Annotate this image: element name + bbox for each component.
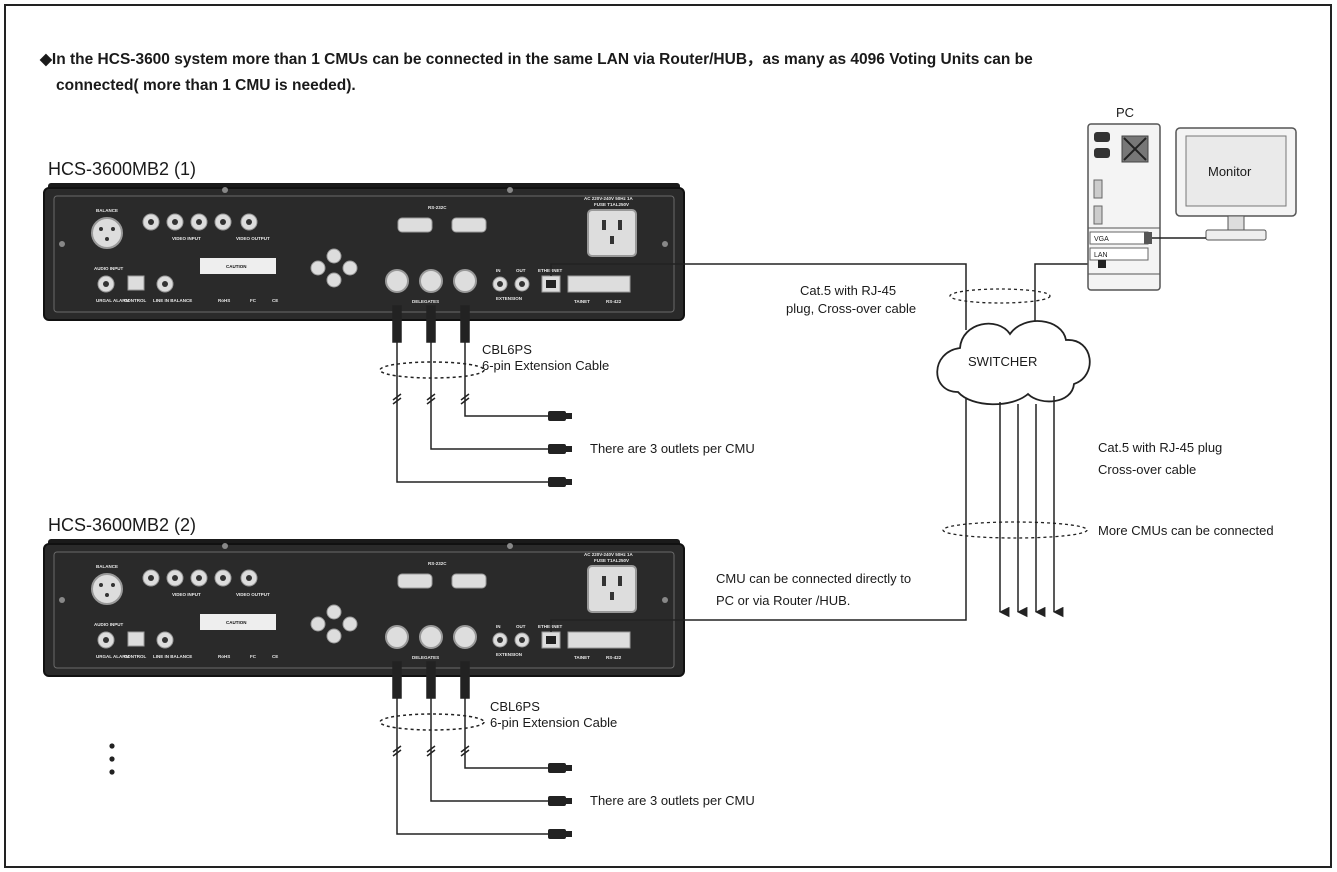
more-units-ellipsis bbox=[109, 743, 115, 775]
control-label: CONTROL bbox=[124, 654, 146, 659]
ext-out-label: OUT bbox=[516, 268, 526, 273]
direct-connect-label-1: CMU can be connected directly to bbox=[716, 571, 911, 586]
unit-2-cable-model: CBL6PS bbox=[490, 699, 540, 714]
power-socket bbox=[587, 209, 637, 257]
power-socket bbox=[587, 565, 637, 613]
alarm-label: URGAL ALARM bbox=[96, 298, 129, 303]
video-output-label: VIDEO OUTPUT bbox=[236, 236, 270, 241]
audio-input-label: AUDIO INPUT bbox=[94, 266, 124, 271]
ext-in-label: IN bbox=[496, 624, 501, 629]
balance-label: BALANCE bbox=[96, 208, 118, 213]
balance-xlr-connector bbox=[91, 217, 123, 249]
extension-label: EXTENSION bbox=[496, 296, 522, 301]
delegate-outlets bbox=[385, 269, 477, 293]
balance-label: BALANCE bbox=[96, 564, 118, 569]
unit-1-title: HCS-3600MB2 (1) bbox=[48, 159, 196, 179]
switcher-label: SWITCHER bbox=[968, 354, 1037, 369]
delegates-label: DELEGATES bbox=[412, 655, 439, 660]
cmu-unit-2: BALANCE VIDEO INPUT VIDEO OUTPUT AUDIO I… bbox=[43, 539, 685, 677]
cmu-unit-1: BALANCE VIDEO INPUT VIDEO OUTPUT AUDIO I… bbox=[43, 183, 685, 321]
rs232c-label: RS-232C bbox=[428, 205, 447, 210]
unit-1-outlets-note: There are 3 outlets per CMU bbox=[590, 441, 755, 456]
ext-out-label: OUT bbox=[516, 624, 526, 629]
extension-cables-unit-1 bbox=[379, 305, 548, 483]
fc-mark: FC bbox=[250, 298, 257, 303]
cable-plugs-unit-2 bbox=[548, 763, 572, 839]
unit-1-cable-model: CBL6PS bbox=[482, 342, 532, 357]
switcher-cloud bbox=[936, 320, 1091, 406]
unit-2-cable-desc: 6-pin Extension Cable bbox=[490, 715, 617, 730]
ethernet-links bbox=[550, 263, 1100, 632]
pc-tower bbox=[1087, 123, 1161, 291]
intro-line-2: connected( more than 1 CMU is needed). bbox=[56, 77, 356, 94]
more-cmus-label: More CMUs can be connected bbox=[1098, 523, 1274, 538]
control-label: CONTROL bbox=[124, 298, 146, 303]
extension-label: EXTENSION bbox=[496, 652, 522, 657]
tainet-label: TAINET bbox=[574, 299, 590, 304]
ce-mark: CE bbox=[272, 298, 278, 303]
rohs-mark: RoHS bbox=[218, 654, 230, 659]
line-in-label: LINE IN BALANCE bbox=[153, 654, 192, 659]
extension-cables-unit-2 bbox=[379, 661, 548, 835]
fuse-label: FUSE T1AL250V bbox=[594, 558, 629, 563]
pc-lan-port bbox=[1098, 260, 1106, 268]
monitor bbox=[1175, 127, 1297, 241]
tainet-label: TAINET bbox=[574, 655, 590, 660]
ce-mark: CE bbox=[272, 654, 278, 659]
delegates-label: DELEGATES bbox=[412, 299, 439, 304]
cat5-plug-label-2: Cross-over cable bbox=[1098, 462, 1196, 477]
fuse-label: FUSE T1AL250V bbox=[594, 202, 629, 207]
unit-2-title: HCS-3600MB2 (2) bbox=[48, 515, 196, 535]
intro-line-1: ◆In the HCS-3600 system more than 1 CMUs… bbox=[39, 51, 1033, 68]
pc-label: PC bbox=[1116, 105, 1134, 120]
cat5-link-marker bbox=[949, 288, 1051, 304]
rs422-label: RS-422 bbox=[606, 655, 622, 660]
cat5-plug-label-1: Cat.5 with RJ-45 plug bbox=[1098, 440, 1222, 455]
caution-label: CAUTION bbox=[226, 620, 247, 625]
delegate-outlets bbox=[385, 625, 477, 649]
ext-in-label: IN bbox=[496, 268, 501, 273]
video-input-jacks bbox=[142, 569, 258, 587]
caution-label: CAUTION bbox=[226, 264, 247, 269]
cat5-cross-label-1: Cat.5 with RJ-45 bbox=[800, 283, 896, 298]
cable-plugs-unit-1 bbox=[548, 411, 572, 487]
diagram-border bbox=[4, 4, 1332, 868]
switcher-outputs bbox=[998, 396, 1064, 618]
rs422-label: RS-422 bbox=[606, 299, 622, 304]
pc-lan-label: LAN bbox=[1094, 252, 1108, 259]
ac-power-label: AC 220V-240V 50Hz 1A bbox=[584, 196, 634, 201]
monitor-label: Monitor bbox=[1208, 164, 1252, 179]
cat5-cross-label-2: plug, Cross-over cable bbox=[786, 301, 916, 316]
audio-input-label: AUDIO INPUT bbox=[94, 622, 124, 627]
video-input-label: VIDEO INPUT bbox=[172, 592, 201, 597]
more-cmus-marker bbox=[942, 521, 1088, 539]
pc-vga-label: VGA bbox=[1094, 236, 1109, 243]
video-output-label: VIDEO OUTPUT bbox=[236, 592, 270, 597]
line-in-label: LINE IN BALANCE bbox=[153, 298, 192, 303]
rohs-mark: RoHS bbox=[218, 298, 230, 303]
video-input-label: VIDEO INPUT bbox=[172, 236, 201, 241]
video-input-jacks bbox=[142, 213, 258, 231]
alarm-label: URGAL ALARM bbox=[96, 654, 129, 659]
ac-power-label: AC 220V-240V 50Hz 1A bbox=[584, 552, 634, 557]
direct-connect-label-2: PC or via Router /HUB. bbox=[716, 593, 850, 608]
fc-mark: FC bbox=[250, 654, 257, 659]
unit-1-cable-desc: 6-pin Extension Cable bbox=[482, 358, 609, 373]
rs232c-label: RS-232C bbox=[428, 561, 447, 566]
unit-2-outlets-note: There are 3 outlets per CMU bbox=[590, 793, 755, 808]
